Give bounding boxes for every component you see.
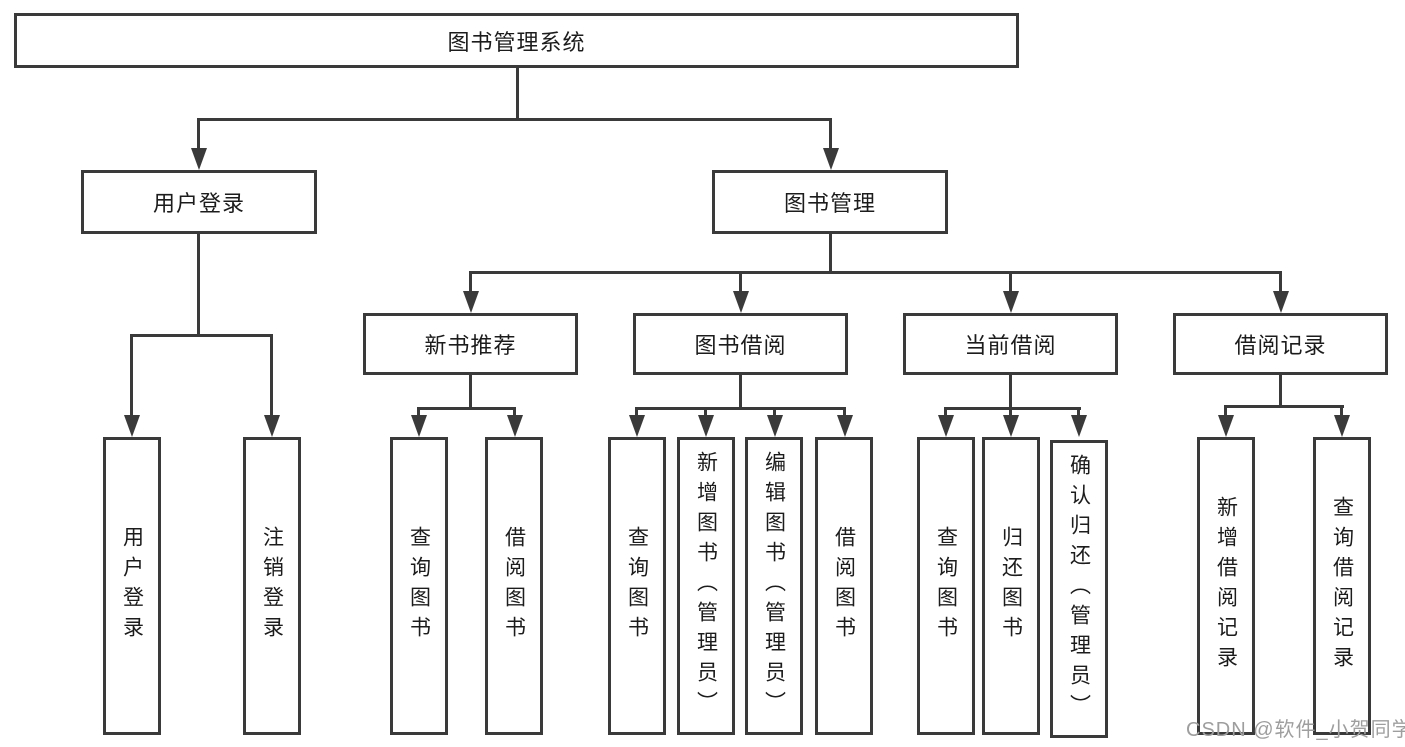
connector-borrow-record-hline — [1224, 405, 1344, 408]
node-leaf-borrow-books-2: 借阅图书 — [815, 437, 873, 735]
node-label: 借阅记录 — [1234, 333, 1327, 358]
node-label: 借阅图书 — [502, 526, 526, 646]
node-leaf-user-login: 用户登录 — [103, 437, 161, 735]
node-label: 用户登录 — [120, 526, 144, 646]
node-label: 查询图书 — [625, 526, 649, 646]
node-label: 用户登录 — [152, 191, 245, 216]
node-leaf-borrow-books-1: 借阅图书 — [485, 437, 543, 735]
arrowhead-borrow-record — [1273, 291, 1289, 313]
node-leaf-query-borrow-record: 查询借阅记录 — [1313, 437, 1371, 735]
connector-root-stem — [516, 68, 519, 118]
node-label: 查询借阅记录 — [1330, 496, 1354, 676]
node-label: 编辑图书（管理员） — [762, 451, 786, 721]
connector-leaf — [944, 407, 947, 416]
arrowhead-leaf — [1071, 415, 1087, 437]
connector-to-user-login — [197, 118, 200, 152]
connector-to-book-borrow — [739, 271, 742, 292]
connector-borrow-record-stem — [1279, 375, 1282, 408]
connector-new-book-stem — [469, 375, 472, 410]
node-borrowing-records: 借阅记录 — [1173, 313, 1388, 375]
arrowhead-login-leaf — [124, 415, 140, 437]
node-book-management-system: 图书管理系统 — [14, 13, 1019, 68]
node-leaf-confirm-return-admin: 确认归还（管理员） — [1050, 440, 1108, 738]
node-leaf-query-books-2: 查询图书 — [608, 437, 666, 735]
connector-to-borrow-record — [1279, 271, 1282, 292]
arrowhead-leaf — [507, 415, 523, 437]
arrowhead-leaf — [1334, 415, 1350, 437]
connector-user-login-hline — [130, 334, 273, 337]
node-label: 归还图书 — [999, 526, 1023, 646]
node-label: 图书管理系统 — [447, 29, 586, 55]
node-leaf-query-books-3: 查询图书 — [917, 437, 975, 735]
node-label: 新增借阅记录 — [1214, 496, 1238, 676]
node-book-management: 图书管理 — [712, 170, 948, 234]
arrowhead-book-borrow — [733, 291, 749, 313]
connector-book-borrow-stem — [739, 375, 742, 410]
connector-root-hline — [197, 118, 832, 121]
arrowhead-logout-leaf — [264, 415, 280, 437]
connector-leaf — [843, 407, 846, 416]
arrowhead-leaf — [1003, 415, 1019, 437]
connector-to-new-book — [469, 271, 472, 292]
connector-book-mgmt-stem — [829, 234, 832, 273]
arrowhead-leaf — [629, 415, 645, 437]
arrowhead-new-book — [463, 291, 479, 313]
arrowhead-book-management — [823, 148, 839, 170]
connector-leaf — [513, 407, 516, 416]
arrowhead-user-login — [191, 148, 207, 170]
node-leaf-query-books-1: 查询图书 — [390, 437, 448, 735]
connector-to-book-management — [829, 118, 832, 152]
connector-new-book-hline — [417, 407, 516, 410]
node-label: 图书管理 — [783, 191, 876, 216]
node-label: 借阅图书 — [832, 526, 856, 646]
connector-user-login-stem — [197, 234, 200, 337]
connector-to-logout-leaf — [270, 334, 273, 416]
arrowhead-leaf — [698, 415, 714, 437]
node-label: 查询图书 — [407, 526, 431, 646]
connector-leaf — [773, 407, 776, 416]
node-current-borrowing: 当前借阅 — [903, 313, 1118, 375]
connector-level3-hline — [469, 271, 1282, 274]
connector-leaf — [635, 407, 638, 416]
arrowhead-current-borrow — [1003, 291, 1019, 313]
node-label: 确认归还（管理员） — [1067, 454, 1091, 724]
connector-book-borrow-hline — [635, 407, 846, 410]
connector-leaf — [1340, 405, 1343, 416]
connector-to-login-leaf — [130, 334, 133, 416]
node-label: 当前借阅 — [964, 333, 1057, 358]
node-user-login: 用户登录 — [81, 170, 317, 234]
node-new-book-recommend: 新书推荐 — [363, 313, 578, 375]
csdn-watermark: CSDN @软件_小贺同学 — [1186, 719, 1405, 741]
node-label: 新书推荐 — [424, 333, 517, 358]
node-book-borrowing: 图书借阅 — [633, 313, 848, 375]
connector-to-current-borrow — [1009, 271, 1012, 292]
arrowhead-leaf — [938, 415, 954, 437]
node-label: 注销登录 — [260, 526, 284, 646]
node-label: 查询图书 — [934, 526, 958, 646]
node-leaf-logout: 注销登录 — [243, 437, 301, 735]
node-label: 新增图书（管理员） — [694, 451, 718, 721]
arrowhead-leaf — [411, 415, 427, 437]
arrowhead-leaf — [837, 415, 853, 437]
node-leaf-return-books: 归还图书 — [982, 437, 1040, 735]
arrowhead-leaf — [767, 415, 783, 437]
connector-leaf — [1009, 407, 1012, 416]
node-label: 图书借阅 — [694, 333, 787, 358]
connector-leaf — [417, 407, 420, 416]
connector-leaf — [1224, 405, 1227, 416]
connector-leaf — [1077, 407, 1080, 416]
connector-current-borrow-stem — [1009, 375, 1012, 410]
arrowhead-leaf — [1218, 415, 1234, 437]
node-leaf-edit-books-admin: 编辑图书（管理员） — [745, 437, 803, 735]
connector-leaf — [704, 407, 707, 416]
node-leaf-add-borrow-record: 新增借阅记录 — [1197, 437, 1255, 735]
connector-current-borrow-hline — [944, 407, 1081, 410]
node-leaf-add-books-admin: 新增图书（管理员） — [677, 437, 735, 735]
